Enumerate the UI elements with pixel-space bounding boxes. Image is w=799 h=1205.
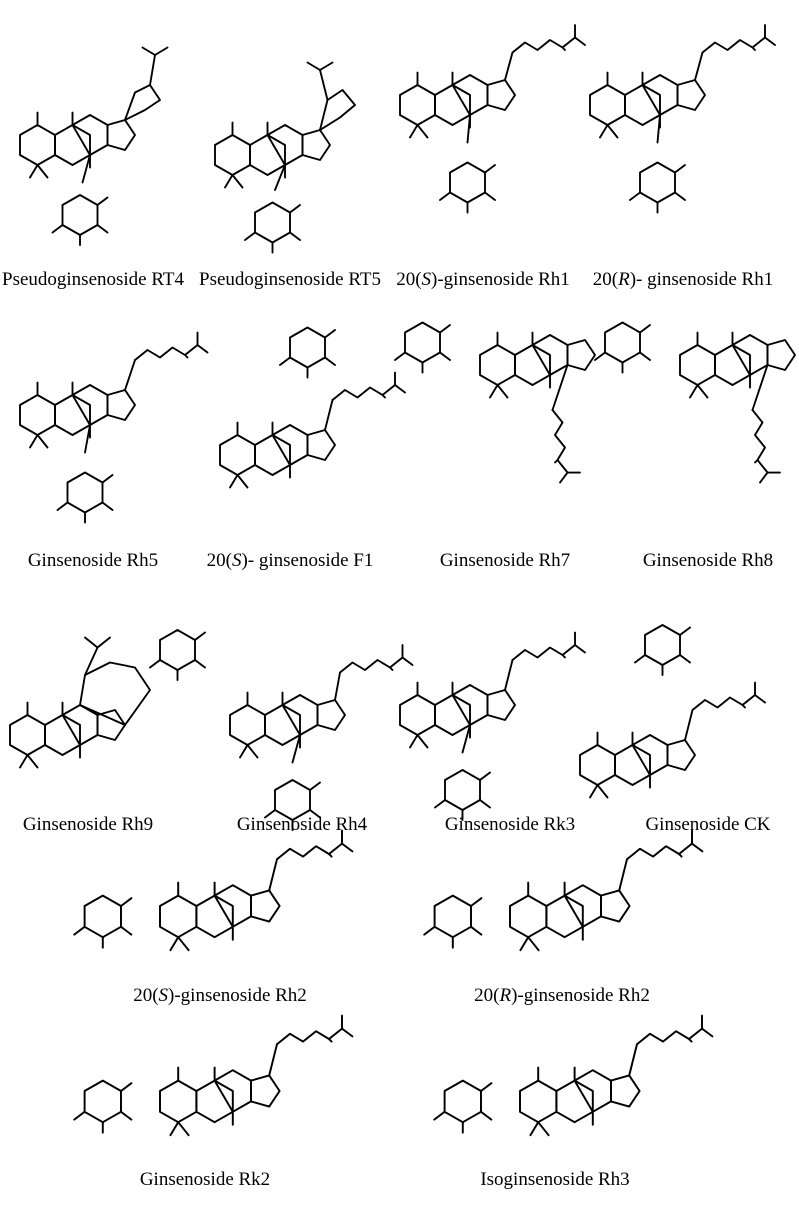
- caption-ginsenoside-rh9: Ginsenoside Rh9: [23, 814, 153, 835]
- caption-ginsenoside-rh5: Ginsenoside Rh5: [28, 550, 158, 571]
- structure-ginsenoside-rh5: [19, 331, 209, 524]
- structure-ginsenoside-rh8: [594, 321, 796, 484]
- structure-20s-ginsenoside-rh2: [73, 829, 354, 952]
- structure-20s-ginsenoside-f1: [219, 326, 406, 489]
- caption-ginsenoside-ck: Ginsenoside CK: [645, 814, 770, 835]
- caption-20r-ginsenoside-rh2: 20(R)-ginsenoside Rh2: [474, 985, 650, 1006]
- structure-ginsenoside-rh7: [394, 321, 596, 484]
- caption-ginsenoside-rk3: Ginsenoside Rk3: [445, 814, 575, 835]
- caption-ginsenoside-rh4: Ginsenoside Rh4: [237, 814, 368, 835]
- structure-pseudoginsenoside-rt4: [19, 46, 169, 246]
- caption-20r-ginsenoside-rh1: 20(R)- ginsenoside Rh1: [593, 269, 773, 290]
- caption-isoginsenoside-rh3: Isoginsenoside Rh3: [480, 1169, 629, 1190]
- structure-pseudoginsenoside-rt5: [214, 61, 356, 254]
- caption-20s-ginsenoside-rh2: 20(S)-ginsenoside Rh2: [133, 985, 307, 1006]
- caption-20s-ginsenoside-rh1: 20(S)-ginsenoside Rh1: [396, 269, 570, 290]
- structure-20r-ginsenoside-rh2: [423, 829, 704, 952]
- structure-isoginsenoside-rh3: [433, 1014, 714, 1137]
- structure-ginsenoside-rh9: [9, 629, 206, 769]
- caption-ginsenoside-rh8: Ginsenoside Rh8: [643, 550, 773, 571]
- structure-20s-ginsenoside-rh1: [399, 24, 586, 214]
- caption-ginsenoside-rh7: Ginsenoside Rh7: [440, 550, 570, 571]
- structure-ginsenoside-rk3: [399, 631, 586, 821]
- structure-ginsenoside-rh4: [229, 644, 414, 831]
- caption-20s-ginsenoside-f1: 20(S)- ginsenoside F1: [207, 550, 374, 571]
- caption-pseudoginsenoside-rt4: Pseudoginsenoside RT4: [2, 269, 184, 290]
- caption-ginsenoside-rk2: Ginsenoside Rk2: [140, 1169, 270, 1190]
- structure-20r-ginsenoside-rh1: [589, 24, 776, 214]
- structure-ginsenoside-ck: [579, 624, 766, 799]
- caption-pseudoginsenoside-rt5: Pseudoginsenoside RT5: [199, 269, 381, 290]
- structure-ginsenoside-rk2: [73, 1014, 354, 1137]
